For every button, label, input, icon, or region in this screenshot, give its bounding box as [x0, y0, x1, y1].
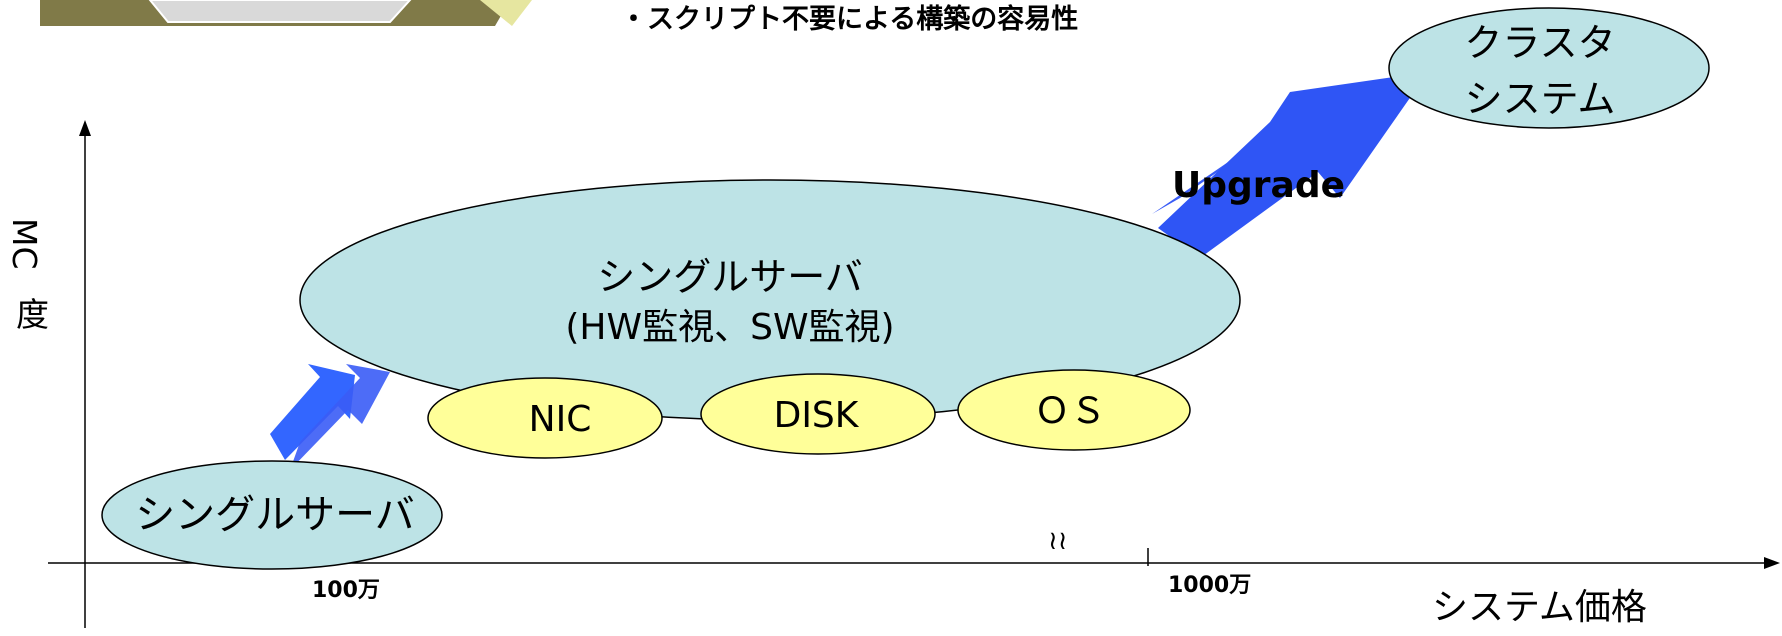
nic-ellipse — [427, 377, 663, 459]
upgrade-arrow-small — [270, 364, 390, 470]
upgrade-arrow-large — [1152, 72, 1428, 258]
cluster-label-line2: システム — [1464, 77, 1616, 121]
single-server-small-ellipse — [101, 460, 443, 570]
cluster-label-line1: クラスタ — [1464, 21, 1616, 65]
os-ellipse — [957, 369, 1191, 451]
axis-break-mark: ≀≀ — [1048, 526, 1068, 556]
x-axis-label: システム価格 — [1432, 587, 1647, 628]
nic-label: NIC — [528, 399, 592, 440]
feature-note: ・スクリプト不要による構築の容易性 — [620, 4, 1079, 35]
hardware-image-fragment-icon — [40, 0, 532, 26]
single-server-large-label: シングルサーバ — [597, 255, 863, 299]
y-axis — [79, 120, 91, 628]
tick-label-1000man: 1000万 — [1168, 573, 1252, 598]
os-label: ＯＳ — [1033, 391, 1106, 432]
y-axis-label-mc: MC — [5, 218, 44, 270]
y-axis-label-do: 度 — [16, 295, 49, 334]
single-server-small-label: シングルサーバ — [135, 492, 415, 538]
tick-label-100man: 100万 — [312, 578, 380, 603]
single-server-large-sublabel: (HW監視、SW監視) — [565, 307, 895, 348]
disk-ellipse — [700, 373, 936, 455]
cluster-system-ellipse — [1388, 7, 1710, 129]
disk-label: DISK — [773, 395, 859, 436]
upgrade-label: Upgrade — [1172, 165, 1346, 206]
